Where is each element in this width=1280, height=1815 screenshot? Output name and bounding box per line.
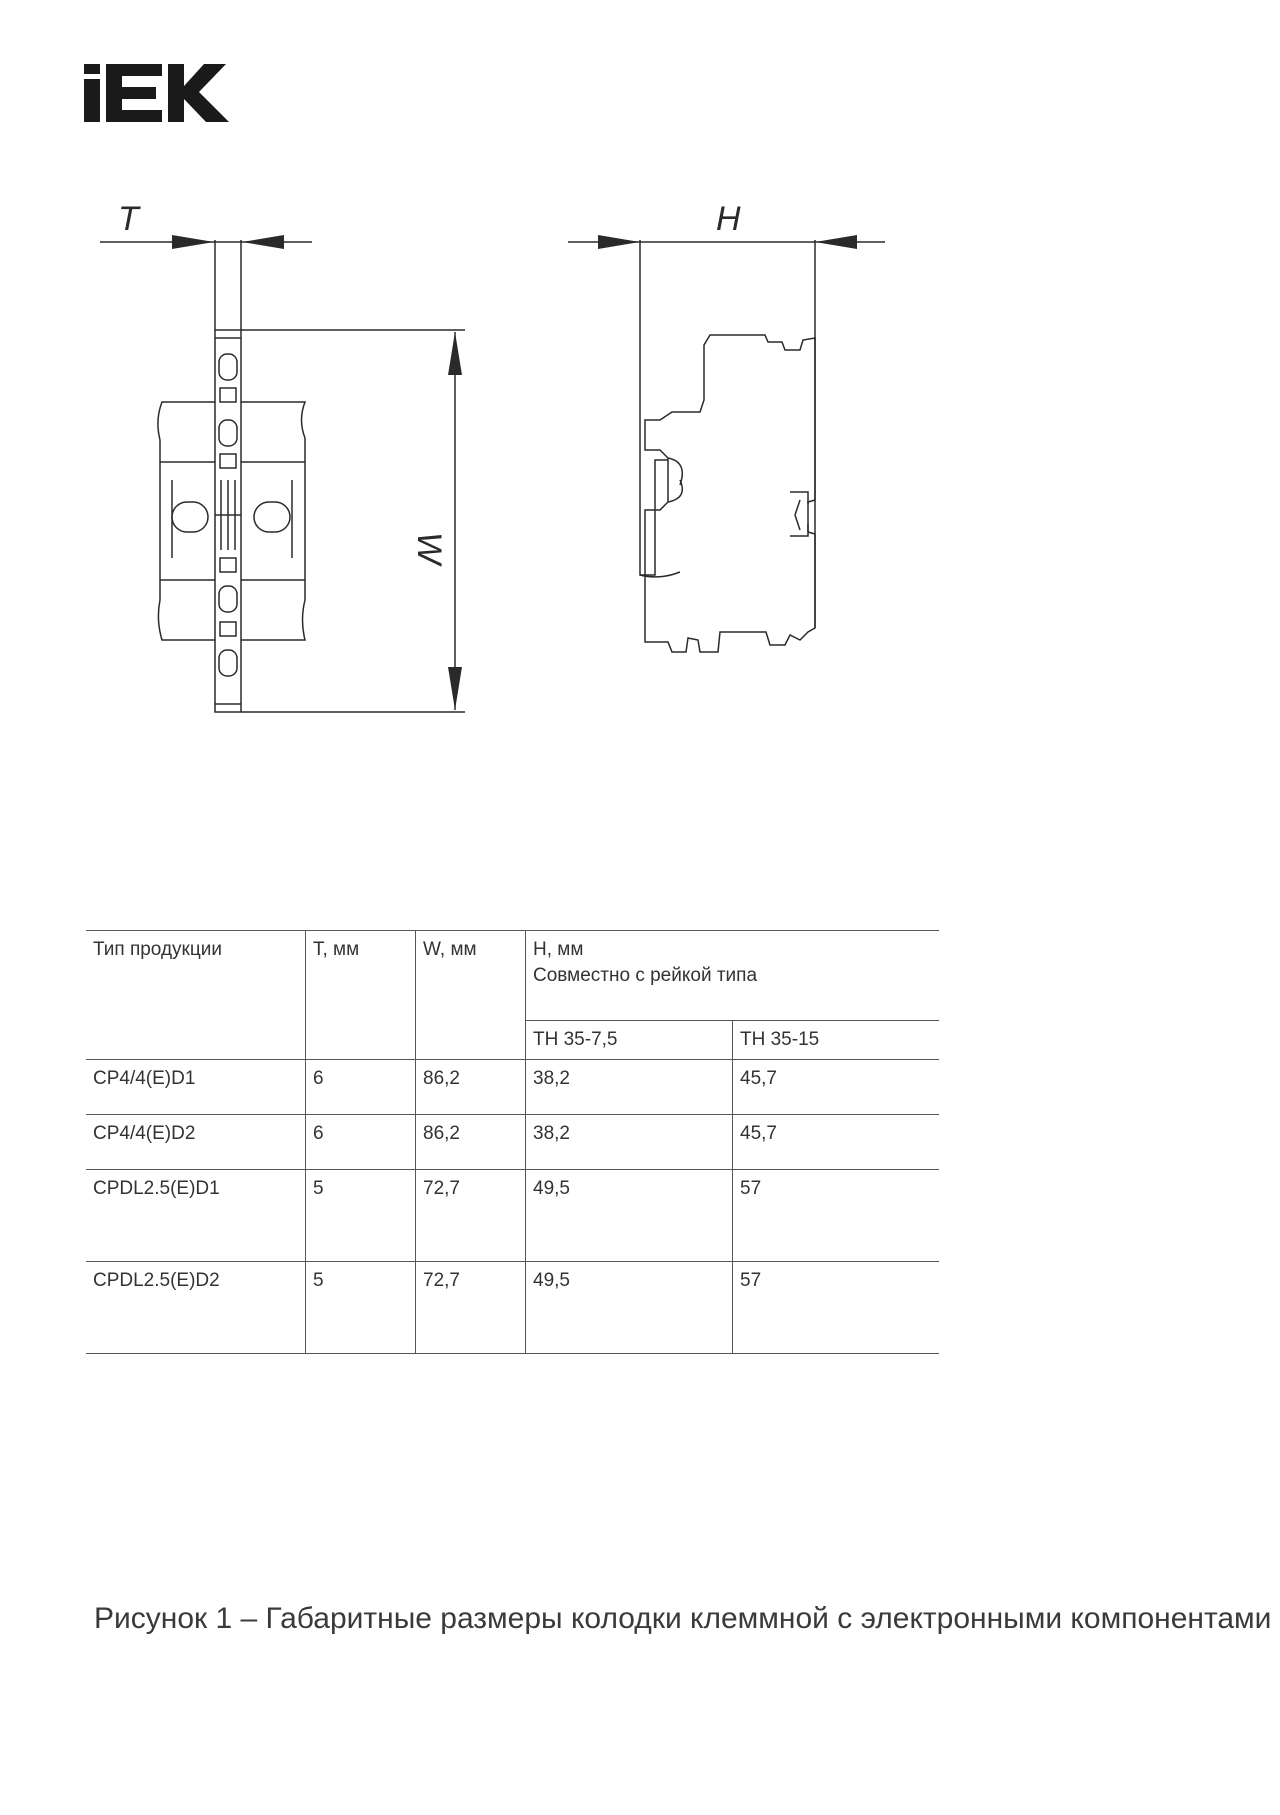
dimensions-table: Тип продукции T, мм W, мм H, мм Совместн… [86, 930, 939, 1354]
table-row: CP4/4(E)D1 6 86,2 38,2 45,7 [86, 1058, 939, 1115]
cell-w: 86,2 [415, 1113, 526, 1170]
table-row: CPDL2.5(E)D2 5 72,7 49,5 57 [86, 1260, 939, 1354]
header-h-subtitle: Совместно с рейкой типа [533, 964, 758, 986]
cell-w: 86,2 [415, 1058, 526, 1115]
terminal-block-side [639, 334, 816, 653]
header-t: T, мм [305, 930, 416, 1060]
header-w: W, мм [415, 930, 526, 1060]
header-rail-2: ТН 35-15 [732, 1020, 939, 1060]
cell-h1: 49,5 [525, 1168, 733, 1262]
cell-h1: 38,2 [525, 1113, 733, 1170]
figure-caption: Рисунок 1 – Габаритные размеры колодки к… [94, 1602, 1272, 1635]
iek-logo [84, 64, 229, 122]
cell-h2: 45,7 [732, 1113, 939, 1170]
cell-t: 5 [305, 1168, 416, 1262]
header-type: Тип продукции [86, 930, 306, 1060]
cell-h1: 38,2 [525, 1058, 733, 1115]
t-dimension: T [100, 200, 312, 330]
cell-type: CP4/4(E)D1 [86, 1058, 306, 1115]
header-rail-1: ТН 35-7,5 [525, 1020, 733, 1060]
header-h: H, мм Совместно с рейкой типа [525, 930, 939, 1021]
header-h-title: H, мм [533, 939, 584, 960]
cell-type: CPDL2.5(E)D2 [86, 1260, 306, 1354]
cell-type: CPDL2.5(E)D1 [86, 1168, 306, 1262]
table-row: CP4/4(E)D2 6 86,2 38,2 45,7 [86, 1113, 939, 1170]
cell-h1: 49,5 [525, 1260, 733, 1354]
cell-w: 72,7 [415, 1168, 526, 1262]
w-label: W [410, 532, 448, 567]
cell-t: 6 [305, 1058, 416, 1115]
cell-h2: 57 [732, 1260, 939, 1354]
cell-t: 5 [305, 1260, 416, 1354]
h-label: H [716, 200, 741, 238]
dimension-drawing: T W [100, 200, 885, 713]
cell-h2: 45,7 [732, 1058, 939, 1115]
din-rail-front [157, 401, 307, 641]
terminal-block-front [214, 329, 242, 713]
t-label: T [118, 200, 141, 238]
cell-h2: 57 [732, 1168, 939, 1262]
cell-w: 72,7 [415, 1260, 526, 1354]
cell-t: 6 [305, 1113, 416, 1170]
table-row: CPDL2.5(E)D1 5 72,7 49,5 57 [86, 1168, 939, 1262]
w-dimension: W [241, 329, 465, 713]
h-dimension: H [568, 200, 885, 445]
cell-type: CP4/4(E)D2 [86, 1113, 306, 1170]
